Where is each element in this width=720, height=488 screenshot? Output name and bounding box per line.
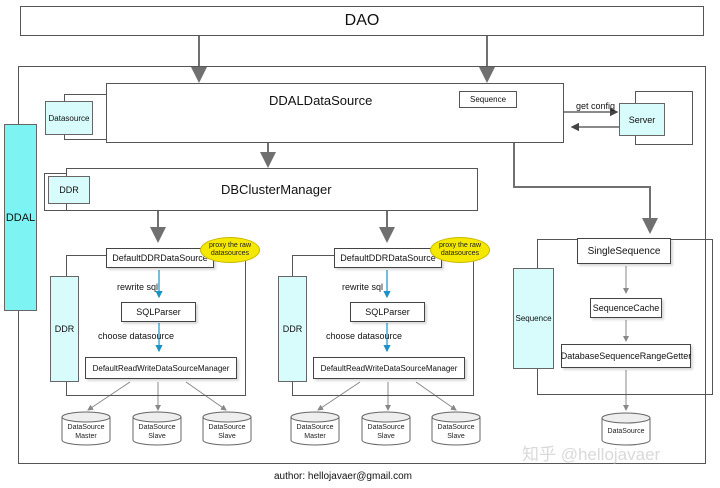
left-proxy-bubble: proxy the raw datasources	[200, 237, 260, 263]
ddal-datasource: DDALDataSource Sequence	[106, 83, 564, 143]
left-ddr-box: DDR	[50, 276, 79, 382]
watermark: 知乎 @hellojavaer	[522, 445, 661, 464]
right-rw-manager-label: DefaultReadWriteDataSourceManager	[320, 363, 458, 373]
right-default-ddr-label: DefaultDDRDataSource	[340, 253, 436, 263]
right-ds-slave-1-label: DataSource Slave	[362, 423, 410, 441]
right-sqlparser-label: SQLParser	[365, 307, 410, 317]
left-ds-master	[61, 411, 111, 446]
right-ddr-label: DDR	[282, 324, 303, 334]
right-rewrite-sql: rewrite sql	[342, 282, 384, 292]
ddr-top-label: DDR	[59, 185, 79, 195]
left-ddr-label: DDR	[54, 324, 75, 334]
sequence-ds-label: DataSource	[607, 428, 645, 435]
ds-role: Slave	[377, 433, 395, 440]
right-proxy-bubble: proxy the raw datasources	[430, 237, 490, 263]
right-ds-master-label: DataSource Master	[291, 423, 339, 441]
sequence-ds-cylinder	[601, 412, 651, 446]
dao-box: DAO	[20, 6, 704, 36]
left-bubble-label: proxy the raw datasources	[208, 242, 252, 257]
ds-role: Slave	[148, 433, 166, 440]
right-ds-slave-1	[361, 411, 411, 446]
arrow-ddal-singlesequence	[513, 143, 658, 234]
ds-name: DataSource	[296, 424, 334, 431]
left-rw-manager-label: DefaultReadWriteDataSourceManager	[92, 363, 230, 373]
ddr-top-box: DDR	[48, 176, 90, 204]
left-ds-slave-2-label: DataSource Slave	[203, 423, 251, 441]
single-sequence-label: SingleSequence	[587, 245, 661, 257]
left-sqlparser-label: SQLParser	[136, 307, 181, 317]
left-default-ddr-datasource: DefaultDDRDataSource	[106, 248, 214, 268]
right-choose-datasource: choose datasource	[326, 331, 403, 341]
ddal-bar: DDAL	[4, 124, 37, 311]
ddal-datasource-label: DDALDataSource	[269, 93, 373, 108]
ds-role: Master	[75, 433, 97, 440]
author: author: hellojavaer@gmail.com	[274, 471, 412, 482]
left-sqlparser: SQLParser	[121, 302, 196, 322]
sequence-cache-label: SequenceCache	[592, 303, 660, 313]
right-ds-master	[290, 411, 340, 446]
left-ds-master-label: DataSource Master	[62, 423, 110, 441]
right-rw-manager: DefaultReadWriteDataSourceManager	[313, 357, 465, 379]
left-ds-slave-1-label: DataSource Slave	[133, 423, 181, 441]
left-rw-manager: DefaultReadWriteDataSourceManager	[85, 357, 237, 379]
ds-role: Slave	[447, 433, 465, 440]
left-choose-datasource: choose datasource	[98, 331, 175, 341]
datasource-box: Datasource	[45, 101, 93, 135]
ds-name: DataSource	[67, 424, 105, 431]
ds-name: DataSource	[208, 424, 246, 431]
get-config-label: get config	[576, 101, 616, 111]
server-box: Server	[619, 103, 665, 136]
single-sequence: SingleSequence	[577, 238, 671, 264]
range-getter-label: DatabaseSequenceRangeGetter	[560, 351, 692, 361]
dbcluster-manager: DBClusterManager	[66, 168, 478, 211]
ddal-label: DDAL	[5, 211, 36, 224]
dbcluster-label: DBClusterManager	[221, 182, 332, 197]
server-label: Server	[628, 114, 656, 125]
ds-name: DataSource	[367, 424, 405, 431]
dao-label: DAO	[344, 12, 380, 29]
left-rewrite-sql: rewrite sql	[117, 282, 159, 292]
sequence-box-top: Sequence	[459, 91, 517, 108]
right-bubble-label: proxy the raw datasources	[438, 242, 482, 257]
right-ds-slave-2	[431, 411, 481, 446]
sequence-side-box: Sequence	[513, 268, 554, 369]
ds-role: Slave	[218, 433, 236, 440]
right-sqlparser: SQLParser	[350, 302, 425, 322]
ds-name: DataSource	[138, 424, 176, 431]
ds-role: Master	[304, 433, 326, 440]
range-getter: DatabaseSequenceRangeGetter	[561, 344, 691, 368]
left-ds-slave-2	[202, 411, 252, 446]
ds-name: DataSource	[437, 424, 475, 431]
datasource-label: Datasource	[48, 113, 90, 123]
sequence-side-label: Sequence	[515, 314, 552, 323]
sequence-top-label: Sequence	[469, 95, 507, 104]
left-default-ddr-label: DefaultDDRDataSource	[112, 253, 208, 263]
sequence-cache: SequenceCache	[590, 298, 662, 318]
right-ddr-box: DDR	[278, 276, 307, 382]
right-ds-slave-2-label: DataSource Slave	[432, 423, 480, 441]
left-ds-slave-1	[132, 411, 182, 446]
